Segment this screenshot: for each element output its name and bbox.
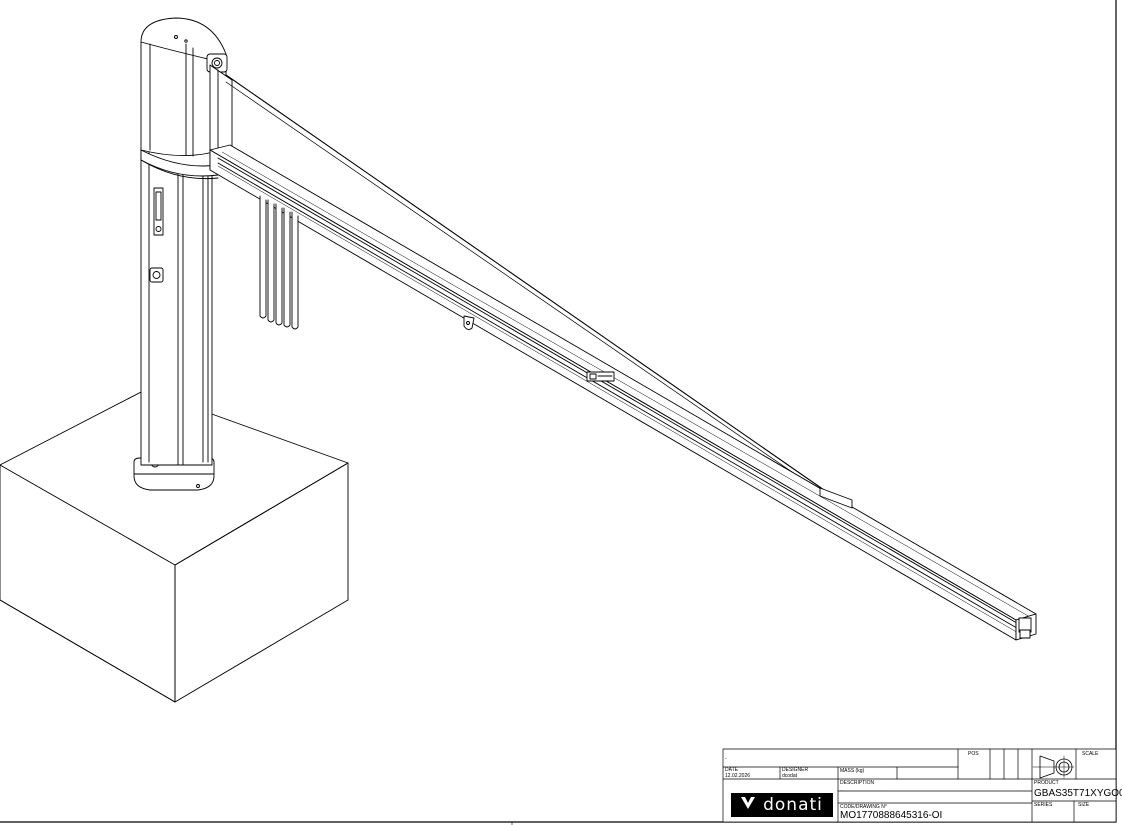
jib-label-plate xyxy=(586,371,615,382)
tie-rod xyxy=(225,74,851,509)
product-label: PRODUCT xyxy=(1034,780,1059,786)
scale-label: SCALE xyxy=(1082,751,1099,757)
column xyxy=(140,149,213,466)
jib-beam xyxy=(209,144,1037,641)
size-label: SIZE xyxy=(1078,802,1090,808)
logo-wordmark: donati xyxy=(763,795,823,815)
product-value: GBAS35T71XYGO0 xyxy=(1034,788,1122,799)
slewing-head xyxy=(140,17,228,157)
series-label: SERIES xyxy=(1034,802,1053,808)
trolley-bracket xyxy=(463,315,475,331)
designer-label: DESIGNER xyxy=(782,767,809,773)
description-value: - xyxy=(840,788,842,794)
date-value: 12.02.2026 xyxy=(725,773,751,779)
pos-label: POS xyxy=(968,751,979,757)
title-block-top-left: - xyxy=(725,756,727,762)
column-name-plate xyxy=(153,187,164,236)
date-label: DATE xyxy=(725,767,738,773)
donati-logo: donati xyxy=(731,793,833,817)
donati-triangle-icon xyxy=(741,796,756,814)
column-switch xyxy=(149,267,164,283)
designer-value: dcodat xyxy=(782,773,798,779)
third-angle-projection-icon xyxy=(1032,755,1075,779)
mass-label: MASS (kg) xyxy=(840,768,865,774)
code-label: CODE/DRAWING N° xyxy=(840,804,887,810)
code-value: MO1770888645316-OI xyxy=(840,810,943,821)
column-base-plate xyxy=(133,457,215,491)
festoon-cables xyxy=(259,195,299,330)
description-label: DESCRIPTION xyxy=(840,780,875,786)
